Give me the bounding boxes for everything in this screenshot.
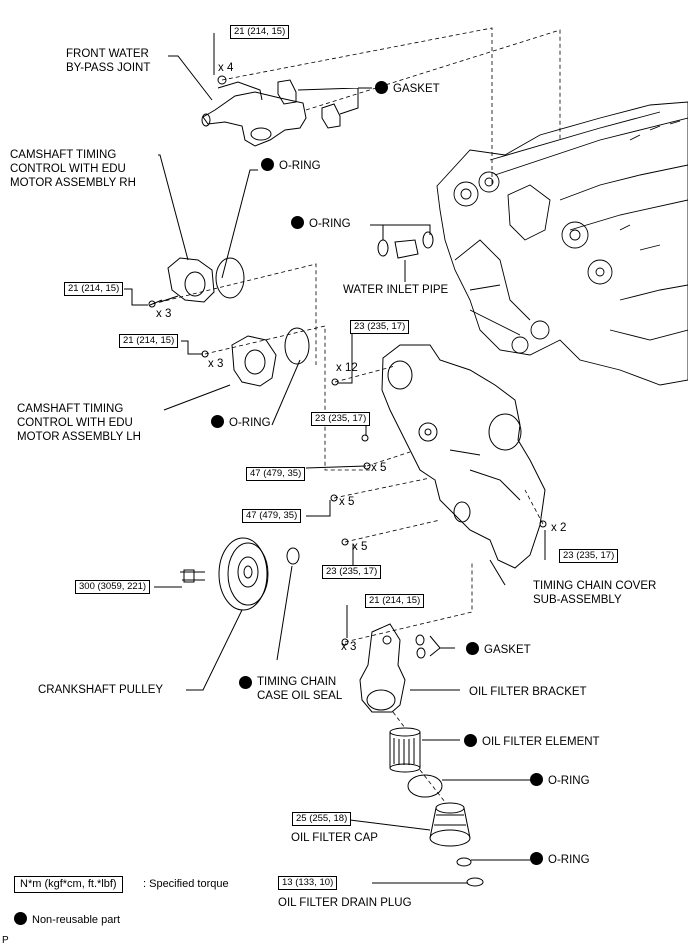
torque-box-cover-top: 23 (235, 17) <box>350 320 410 334</box>
water-bypass-joint-drawing <box>201 75 307 147</box>
gasket-lower-drawing <box>321 103 341 129</box>
label-crankshaft-pulley: CRANKSHAFT PULLEY <box>38 684 164 696</box>
label-gasket-bracket: GASKET <box>466 642 531 657</box>
label-oring-filter: O-RING <box>530 773 590 788</box>
nonreusable-dot-icon <box>466 642 479 655</box>
label-text: O-RING <box>309 218 351 230</box>
oring-cap-drawing <box>456 857 472 867</box>
legend-torque-desc: : Specified torque <box>143 878 229 890</box>
nonreusable-dot-icon <box>530 852 543 865</box>
label-oil-filter-bracket: OIL FILTER BRACKET <box>469 686 587 698</box>
torque-box-cam-lh: 21 (214, 15) <box>119 334 179 348</box>
bolt-cover-mid-icon <box>361 434 369 442</box>
nonreusable-dot-icon <box>239 676 252 689</box>
label-text: O-RING <box>548 775 590 787</box>
label-text: GASKET <box>484 644 531 656</box>
label-text: O-RING <box>229 417 271 429</box>
timing-chain-cover-drawing <box>381 344 546 569</box>
nonreusable-dot-icon <box>261 158 274 171</box>
oil-seal-drawing <box>286 547 300 565</box>
torque-box-drain: 13 (133, 10) <box>278 876 338 890</box>
corner-mark: P <box>2 935 9 946</box>
label-text: O-RING <box>279 160 321 172</box>
nonreusable-dot-icon <box>291 216 304 229</box>
gasket-bracket-1 <box>415 634 425 646</box>
alignment-lines <box>151 27 561 803</box>
qty-cover-12: x 12 <box>336 362 358 374</box>
bolt-cover-top-icon <box>331 378 339 386</box>
torque-box-23-right: 23 (235, 17) <box>559 549 619 563</box>
gasket-upper-drawing <box>277 79 297 105</box>
label-oring-cam-rh: O-RING <box>261 158 321 173</box>
drain-plug-drawing <box>466 877 484 887</box>
nonreusable-dot-icon <box>14 912 27 925</box>
torque-box-cam-rh: 21 (214, 15) <box>64 282 124 296</box>
bolt-47b-icon <box>330 494 338 502</box>
qty-47-a: x 5 <box>371 462 387 474</box>
label-front-water-bypass-joint: FRONT WATER BY-PASS JOINT <box>66 48 151 74</box>
qty-bypass: x 4 <box>218 62 234 74</box>
label-text: GASKET <box>393 83 440 95</box>
nonreusable-dot-icon <box>530 773 543 786</box>
torque-box-23-low: 23 (235, 17) <box>322 565 382 579</box>
qty-47-b: x 5 <box>339 496 355 508</box>
label-text: O-RING <box>548 854 590 866</box>
torque-box-pulley: 300 (3059, 221) <box>75 580 151 594</box>
nonreusable-dot-icon <box>464 734 477 747</box>
label-oring-cam-lh: O-RING <box>211 415 271 430</box>
label-oil-filter-drain-plug: OIL FILTER DRAIN PLUG <box>278 897 412 909</box>
label-oring-water-inlet: O-RING <box>291 216 351 231</box>
label-camshaft-lh: CAMSHAFT TIMING CONTROL WITH EDU MOTOR A… <box>17 403 141 443</box>
oil-filter-element-drawing <box>389 727 421 773</box>
label-water-inlet-pipe: WATER INLET PIPE <box>343 284 449 296</box>
label-oil-filter-cap: OIL FILTER CAP <box>291 832 378 844</box>
label-text: TIMING CHAIN CASE OIL SEAL <box>257 676 343 702</box>
crankshaft-pulley-drawing <box>180 537 269 611</box>
qty-cam-lh: x 3 <box>208 358 224 370</box>
gasket-bracket-2 <box>416 647 426 659</box>
label-gasket-top: GASKET <box>375 81 440 96</box>
legend-nonreusable-text: Non-reusable part <box>32 914 121 926</box>
bolt-bracket-icon <box>341 638 349 646</box>
qty-23-right: x 2 <box>551 522 567 534</box>
label-timing-chain-oil-seal: TIMING CHAIN CASE OIL SEAL <box>239 675 342 703</box>
legend-nonreusable: Non-reusable part <box>14 912 120 927</box>
torque-box-cover-mid: 23 (235, 17) <box>311 412 371 426</box>
nonreusable-dot-icon <box>375 81 388 94</box>
label-oil-filter-element: OIL FILTER ELEMENT <box>464 734 600 749</box>
camshaft-rh-drawing <box>148 257 215 308</box>
oring-filter-drawing <box>407 774 443 798</box>
bolt-23-right-icon <box>539 520 547 528</box>
leader-lines <box>124 33 546 884</box>
torque-box-cap: 25 (255, 18) <box>292 812 352 826</box>
label-camshaft-rh: CAMSHAFT TIMING CONTROL WITH EDU MOTOR A… <box>10 149 136 189</box>
label-oring-cap: O-RING <box>530 852 590 867</box>
torque-box-bypass: 21 (214, 15) <box>230 25 290 39</box>
nonreusable-dot-icon <box>211 415 224 428</box>
qty-cam-rh: x 3 <box>156 308 172 320</box>
oring-rh-drawing <box>215 257 245 299</box>
oring-lh-drawing <box>284 327 310 365</box>
qty-23-low: x 5 <box>352 541 368 553</box>
torque-box-47-b: 47 (479, 35) <box>242 509 302 523</box>
torque-box-bracket: 21 (214, 15) <box>365 594 425 608</box>
label-timing-chain-cover: TIMING CHAIN COVER SUB-ASSEMBLY <box>533 580 657 606</box>
oil-filter-cap-drawing <box>429 802 471 847</box>
torque-box-47-a: 47 (479, 35) <box>246 467 306 481</box>
water-inlet-pipe-drawing <box>377 231 434 259</box>
bolt-23-low-icon <box>341 538 349 546</box>
oil-filter-bracket-drawing <box>359 623 406 713</box>
label-text: OIL FILTER ELEMENT <box>482 736 600 748</box>
engine-block-drawing <box>436 101 688 386</box>
qty-bracket: x 3 <box>341 641 357 653</box>
legend-torque-key: N*m (kgf*cm, ft.*lbf) <box>14 876 123 893</box>
